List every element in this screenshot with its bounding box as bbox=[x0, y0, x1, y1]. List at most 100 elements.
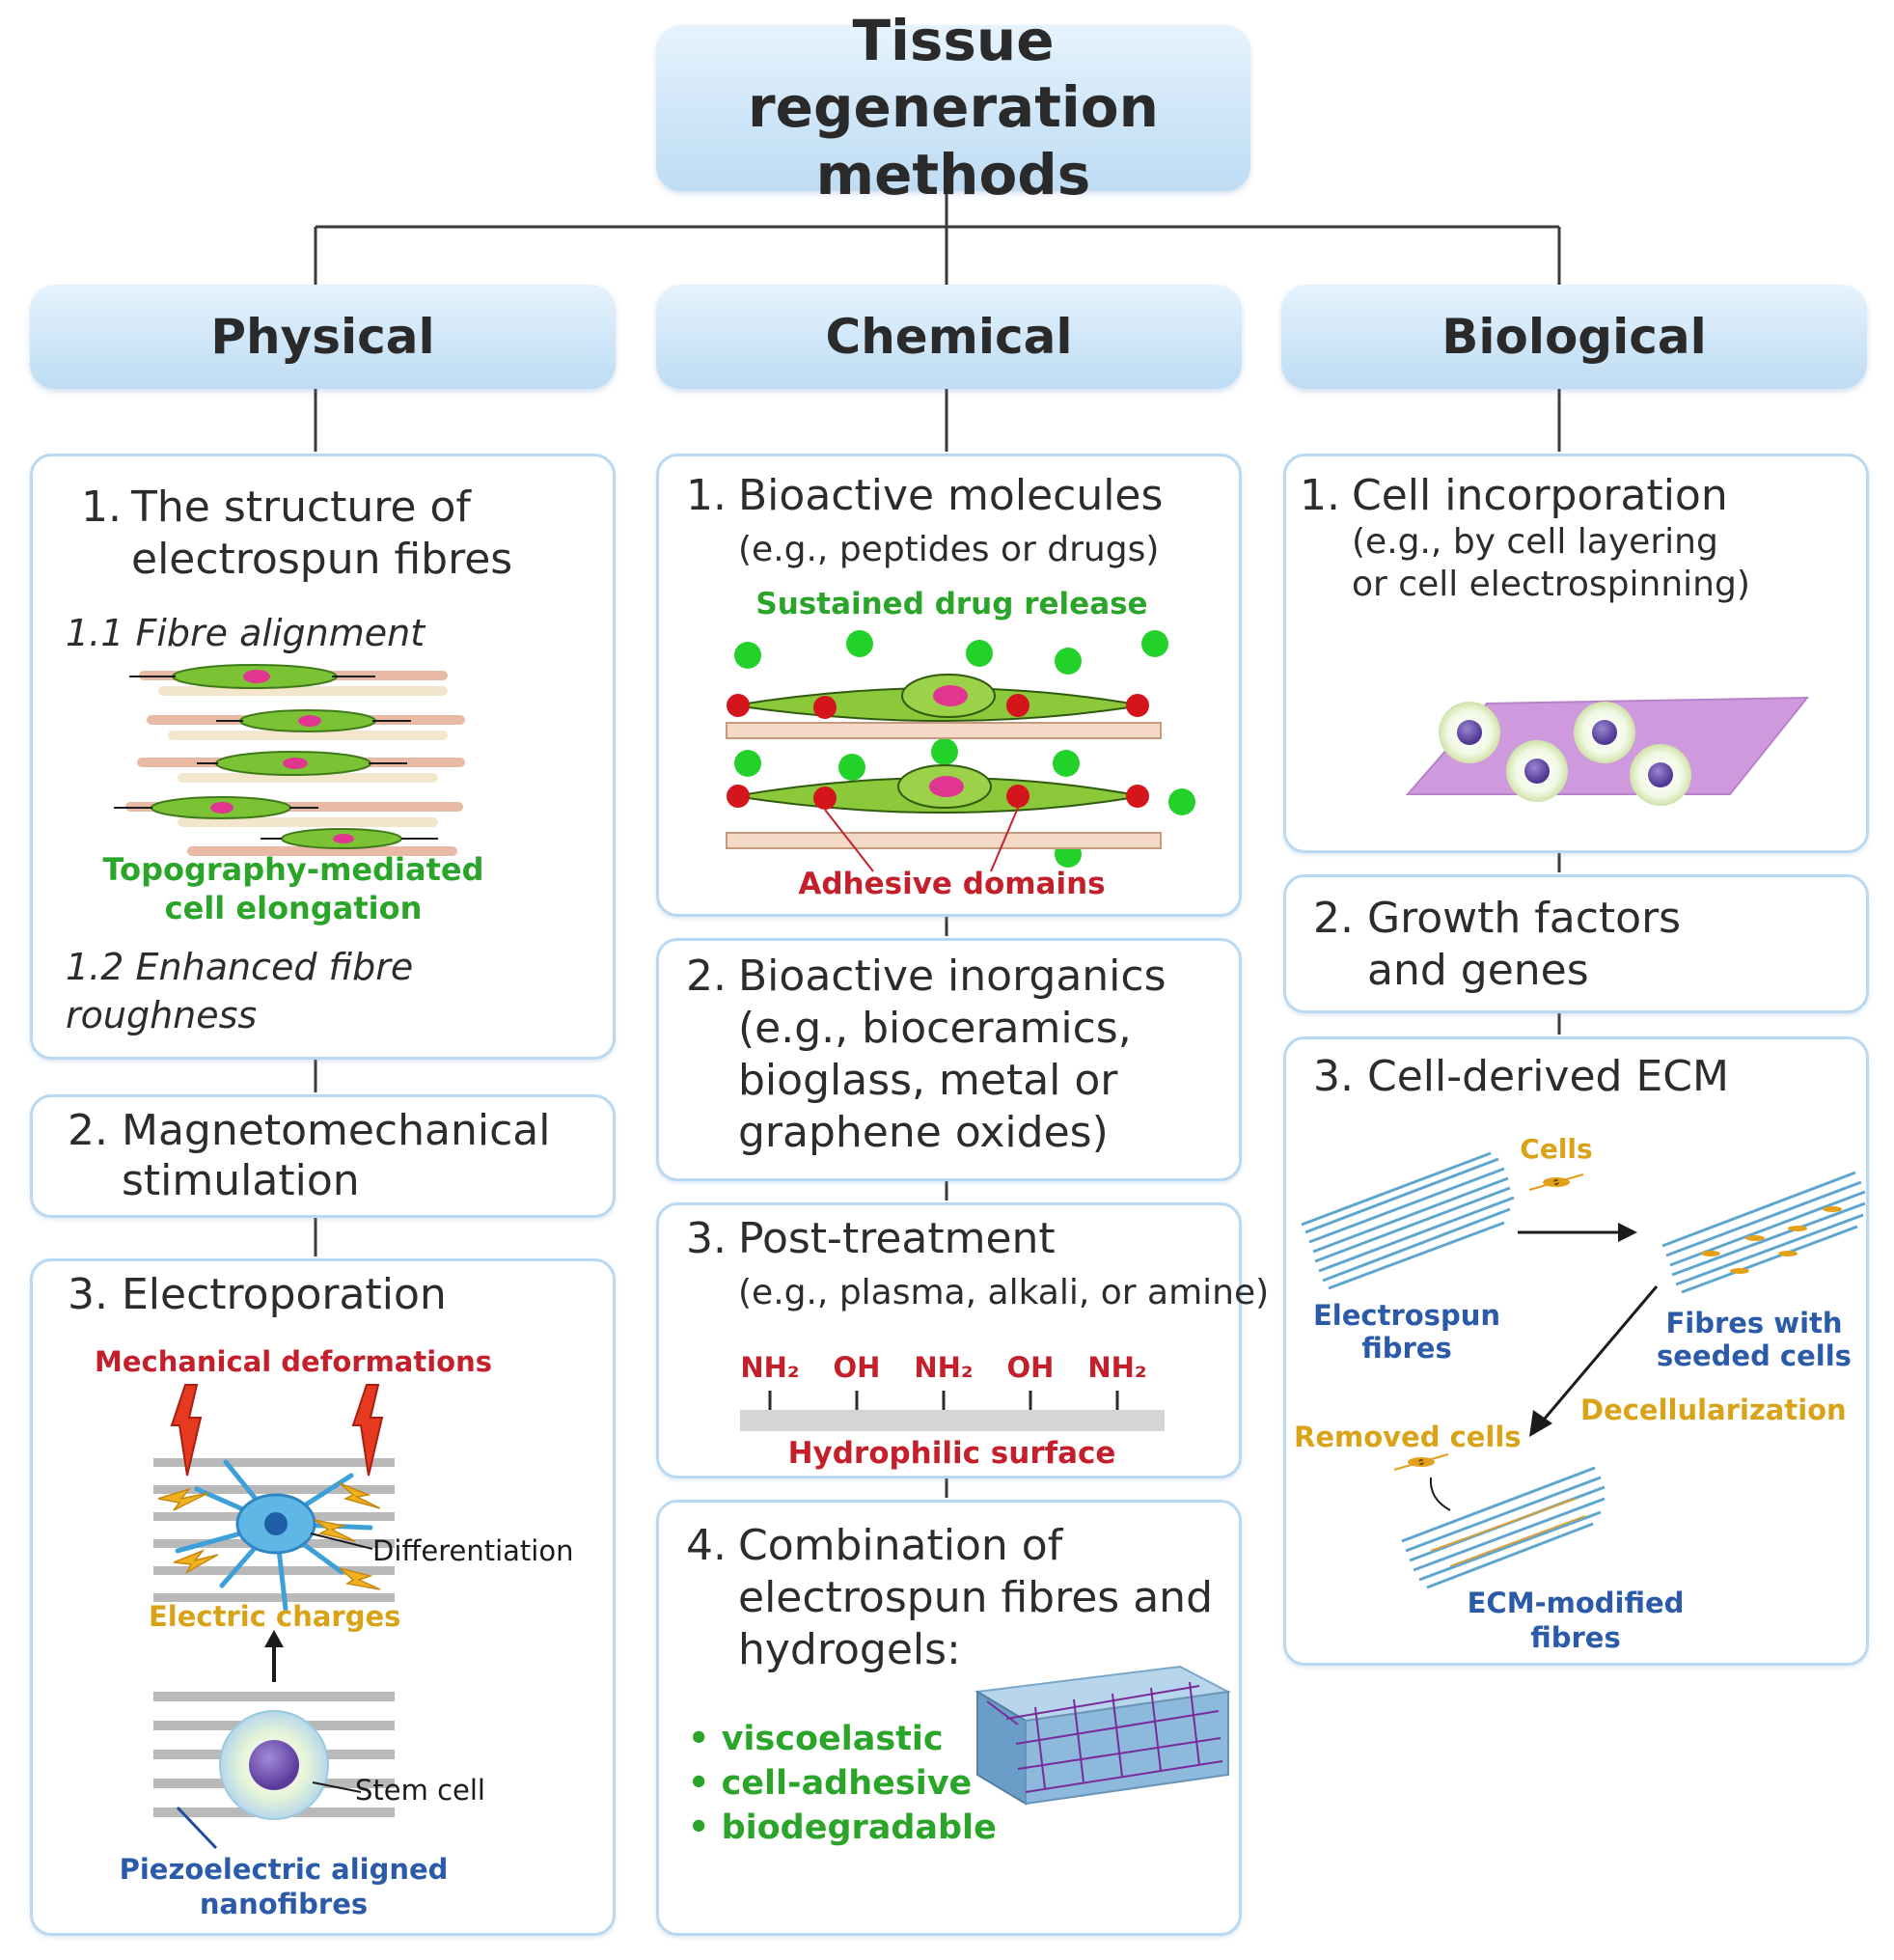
piezo-label-l1: Piezoelectric aligned bbox=[119, 1853, 449, 1886]
upward-arrow bbox=[264, 1630, 284, 1682]
fibre-cell-lower bbox=[726, 764, 1162, 849]
group-label: NH₂ bbox=[1087, 1351, 1147, 1384]
incorporated-cells bbox=[1439, 702, 1691, 806]
decellularization-label: Decellularization bbox=[1580, 1394, 1847, 1426]
seeded-label-l2: seeded cells bbox=[1657, 1339, 1852, 1372]
electric-charge-bolts bbox=[157, 1482, 381, 1590]
diagonal-arrow bbox=[1529, 1285, 1659, 1437]
stem-cell-label: Stem cell bbox=[355, 1774, 485, 1807]
physical-1-title-l1: The structure of bbox=[131, 483, 471, 532]
chemical-2-l3: bioglass, metal or bbox=[738, 1056, 1118, 1105]
cell-icon-top bbox=[1528, 1173, 1584, 1191]
ecm-deposits bbox=[1430, 1498, 1586, 1567]
chemical-2-l4: graphene oxides) bbox=[738, 1108, 1109, 1157]
chemical-4-num: 4. bbox=[686, 1521, 727, 1570]
list-item: • cell-adhesive bbox=[688, 1761, 997, 1806]
electric-charges-label: Electric charges bbox=[149, 1600, 401, 1633]
chemical-2-num: 2. bbox=[686, 952, 727, 1001]
chemical-1-sub: (e.g., peptides or drugs) bbox=[738, 530, 1160, 569]
bullet-text: cell-adhesive bbox=[721, 1764, 973, 1803]
ecm-label-l1: ECM-modified bbox=[1467, 1587, 1685, 1619]
functional-groups: NH₂ OH NH₂ OH NH₂ bbox=[727, 1351, 1170, 1391]
physical-box-magnetomechanical: 2. Magnetomechanical stimulation bbox=[30, 1094, 616, 1218]
aligned-fibres-illustration bbox=[114, 664, 465, 856]
group-label: NH₂ bbox=[740, 1351, 800, 1384]
biological-box-cell-derived-ecm: 3. Cell-derived ECM Cells bbox=[1283, 1036, 1869, 1666]
header-chemical: Chemical bbox=[656, 285, 1242, 389]
chemical-box-inorganics: 2. Bioactive inorganics (e.g., biocerami… bbox=[656, 938, 1242, 1181]
ecm-label-l2: fibres bbox=[1530, 1621, 1621, 1654]
chemical-box-combination: 4. Combination of electrospun fibres and… bbox=[656, 1500, 1242, 1936]
fibre-row-3 bbox=[137, 751, 465, 783]
fibre-row-1 bbox=[129, 664, 448, 696]
seeded-label-l1: Fibres with bbox=[1665, 1307, 1843, 1339]
adhesive-pointers bbox=[824, 807, 1019, 872]
electroporation-illustration bbox=[153, 1384, 395, 1850]
ecm-fibre-bundle bbox=[1401, 1466, 1606, 1589]
chemical-2-l1: Bioactive inorganics bbox=[738, 952, 1167, 1001]
fibre-row-5 bbox=[187, 828, 457, 856]
biological-1-sub2: or cell electrospinning) bbox=[1352, 565, 1750, 604]
bullet-dot: • bbox=[688, 1720, 722, 1758]
bullet-dot: • bbox=[688, 1808, 722, 1847]
stem-cell-pointer bbox=[312, 1781, 362, 1793]
fibre-cell-upper bbox=[726, 674, 1162, 739]
chemical-1-num: 1. bbox=[686, 471, 727, 520]
fibre-row-4 bbox=[114, 796, 463, 827]
sustained-release-label: Sustained drug release bbox=[755, 587, 1148, 621]
biological-1-num: 1. bbox=[1300, 471, 1340, 520]
physical-1-sub1: 1.1 Fibre alignment bbox=[66, 612, 425, 654]
physical-2-num: 2. bbox=[68, 1106, 108, 1155]
diagram-title: Tissue regeneration methods bbox=[656, 8, 1250, 207]
electrospun-label-l1: Electrospun bbox=[1312, 1299, 1500, 1332]
chemical-3-title: Post-treatment bbox=[738, 1214, 1056, 1263]
electrospun-label-l2: fibres bbox=[1361, 1332, 1452, 1365]
removed-cells-label: Removed cells bbox=[1294, 1421, 1522, 1453]
cell-layer-illustration bbox=[1405, 696, 1810, 806]
chemical-2-l2: (e.g., bioceramics, bbox=[738, 1004, 1132, 1053]
physical-3-num: 3. bbox=[68, 1270, 108, 1319]
hydrogel-block-illustration bbox=[974, 1665, 1232, 1806]
header-biological: Biological bbox=[1281, 285, 1867, 389]
header-physical-label: Physical bbox=[210, 309, 435, 365]
differentiation-label: Differentiation bbox=[372, 1534, 574, 1567]
list-item: • viscoelastic bbox=[688, 1717, 997, 1761]
physical-1-title-l2: electrospun fibres bbox=[131, 535, 513, 584]
hydrophilic-surface-label: Hydrophilic surface bbox=[787, 1436, 1116, 1471]
physical-box-structure: 1. The structure of electrospun fibres 1… bbox=[30, 454, 616, 1060]
biological-2-l1: Growth factors bbox=[1367, 894, 1682, 943]
header-chemical-label: Chemical bbox=[825, 309, 1073, 365]
physical-3-title: Electroporation bbox=[122, 1270, 447, 1319]
drug-particles bbox=[734, 630, 1195, 868]
physical-box-electroporation: 3. Electroporation Mechanical deformatio… bbox=[30, 1258, 616, 1936]
title-text: Tissue regeneration methods bbox=[748, 7, 1159, 207]
group-label: OH bbox=[833, 1351, 881, 1384]
fibre-row-2 bbox=[147, 709, 465, 740]
drug-release-illustration bbox=[726, 630, 1195, 872]
seeded-fibre-bundle bbox=[1661, 1171, 1866, 1294]
chemical-4-l1: Combination of bbox=[738, 1521, 1063, 1570]
physical-2-l2: stimulation bbox=[122, 1156, 360, 1205]
chemical-3-sub: (e.g., plasma, alkali, or amine) bbox=[738, 1273, 1270, 1312]
fibre-network bbox=[986, 1681, 1223, 1793]
ecm-process-illustration bbox=[1301, 1151, 1866, 1589]
lightning-arrows bbox=[170, 1384, 384, 1477]
mechanical-deformations-label: Mechanical deformations bbox=[94, 1345, 492, 1378]
chemical-box-post-treatment: 3. Post-treatment (e.g., plasma, alkali,… bbox=[656, 1202, 1269, 1478]
group-label: OH bbox=[1006, 1351, 1055, 1384]
piezo-pointer bbox=[176, 1806, 218, 1850]
adhesive-domains-label: Adhesive domains bbox=[798, 867, 1106, 901]
biological-3-num: 3. bbox=[1313, 1052, 1354, 1101]
header-physical: Physical bbox=[30, 285, 616, 389]
biological-2-num: 2. bbox=[1313, 894, 1354, 943]
physical-2-l1: Magnetomechanical bbox=[122, 1106, 551, 1155]
right-arrow bbox=[1518, 1223, 1637, 1242]
fibre-rows bbox=[114, 664, 465, 856]
cell-icon-removed bbox=[1393, 1453, 1449, 1471]
physical-1-sub2-l1: 1.2 Enhanced fibre bbox=[66, 946, 414, 988]
physical-1-caption-l2: cell elongation bbox=[164, 890, 423, 926]
electrospun-fibre-bundle bbox=[1301, 1151, 1515, 1290]
chemical-4-l2: electrospun fibres and bbox=[738, 1573, 1213, 1622]
chemical-box-bioactive-molecules: 1. Bioactive molecules (e.g., peptides o… bbox=[656, 454, 1242, 917]
hydrogel-properties-list: • viscoelastic • cell-adhesive • biodegr… bbox=[688, 1717, 997, 1850]
